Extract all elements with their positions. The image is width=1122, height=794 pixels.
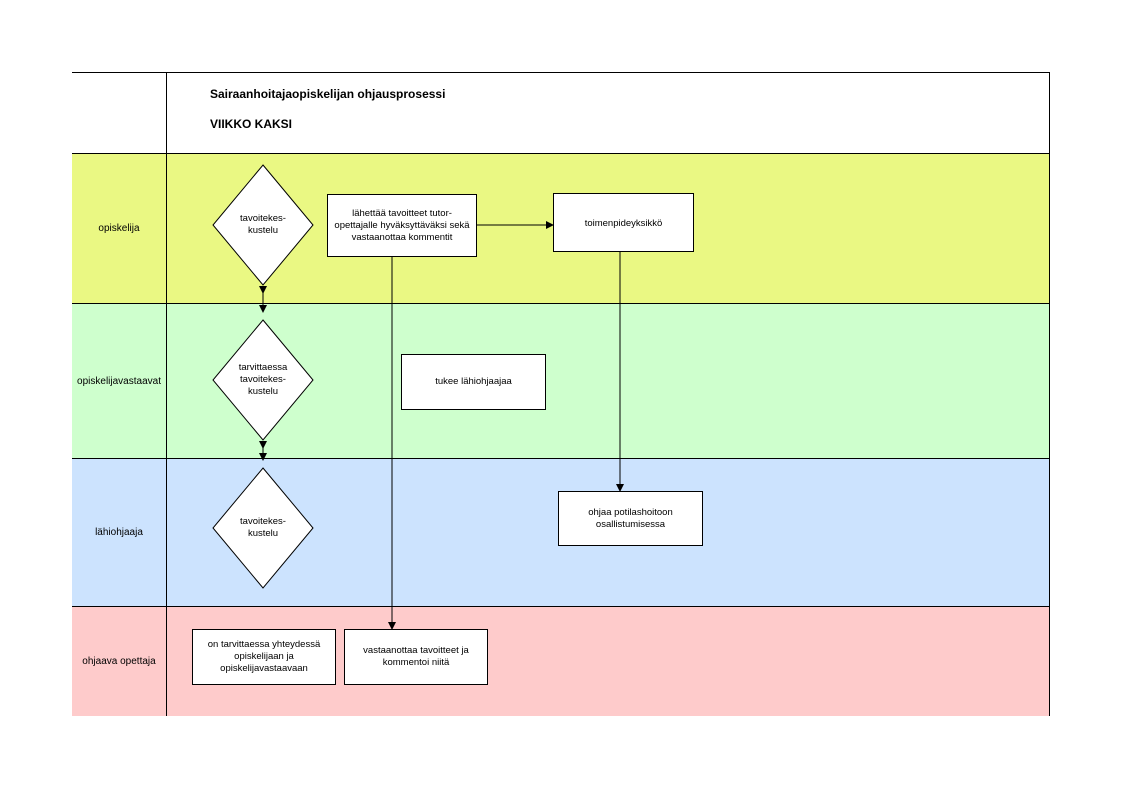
unit-label: toimenpideyksikkö <box>584 218 663 229</box>
diamond-3-line-2: kustelu <box>247 528 279 539</box>
unit-box: toimenpideyksikkö <box>553 193 694 252</box>
support-label: tukee lähiohjaajaa <box>435 376 512 387</box>
send-goals-line-2: opettajalle hyväksyttäväksi sekä <box>334 219 470 231</box>
diamond-1-line-2: kustelu <box>247 225 279 236</box>
support-box: tukee lähiohjaajaa <box>401 354 546 410</box>
guide-box: ohjaa potilashoitoon osallistumisessa <box>558 491 703 546</box>
decision-diamond-2 <box>212 319 314 441</box>
contact-box: on tarvittaessa yhteydessä opiskelijaan … <box>192 629 336 685</box>
lane-label: opiskelijavastaavat <box>72 304 167 458</box>
diamond-2-line-1: tarvittaessa <box>238 362 288 373</box>
diagram-subtitle: VIIKKO KAKSI <box>210 117 293 131</box>
guide-line-1: ohjaa potilashoitoon <box>588 506 673 518</box>
diamond-2-line-2: tavoitekes- <box>240 374 286 385</box>
diamond-2-label: tarvittaessa tavoitekes- kustelu <box>223 358 303 402</box>
guide-line-2: osallistumisessa <box>595 518 666 530</box>
decision-diamond-1 <box>212 164 314 286</box>
diamond-1-line-1: tavoitekes- <box>240 213 286 224</box>
contact-line-2: opiskelijaan ja <box>234 651 294 662</box>
diamond-1-label: tavoitekes- kustelu <box>223 205 303 245</box>
diamond-2-line-3: kustelu <box>247 386 279 397</box>
contact-line-3: opiskelijavastaavaan <box>220 663 308 674</box>
diamond-3-label: tavoitekes- kustelu <box>223 508 303 548</box>
header-lane <box>72 72 1049 153</box>
send-goals-line-1: lähettää tavoitteet tutor- <box>352 207 452 219</box>
receive-box: vastaanottaa tavoitteet ja kommentoi nii… <box>344 629 488 685</box>
frame-right-border <box>1049 72 1050 716</box>
lane-label: opiskelija <box>72 154 167 303</box>
contact-line-1: on tarvittaessa yhteydessä <box>207 639 321 650</box>
send-goals-line-3: vastaanottaa kommentit <box>351 231 453 243</box>
receive-line-1: vastaanottaa tavoitteet ja <box>363 645 469 656</box>
lane-label: ohjaava opettaja <box>72 607 167 716</box>
diagram-title: Sairaanhoitajaopiskelijan ohjausprosessi <box>210 87 446 101</box>
receive-line-2: kommentoi niitä <box>382 657 450 668</box>
decision-diamond-3 <box>212 467 314 589</box>
send-goals-box: lähettää tavoitteet tutor- opettajalle h… <box>327 194 477 257</box>
diamond-3-line-1: tavoitekes- <box>240 516 286 527</box>
lane-label: lähiohjaaja <box>72 459 167 606</box>
header-label-cell <box>72 73 167 153</box>
